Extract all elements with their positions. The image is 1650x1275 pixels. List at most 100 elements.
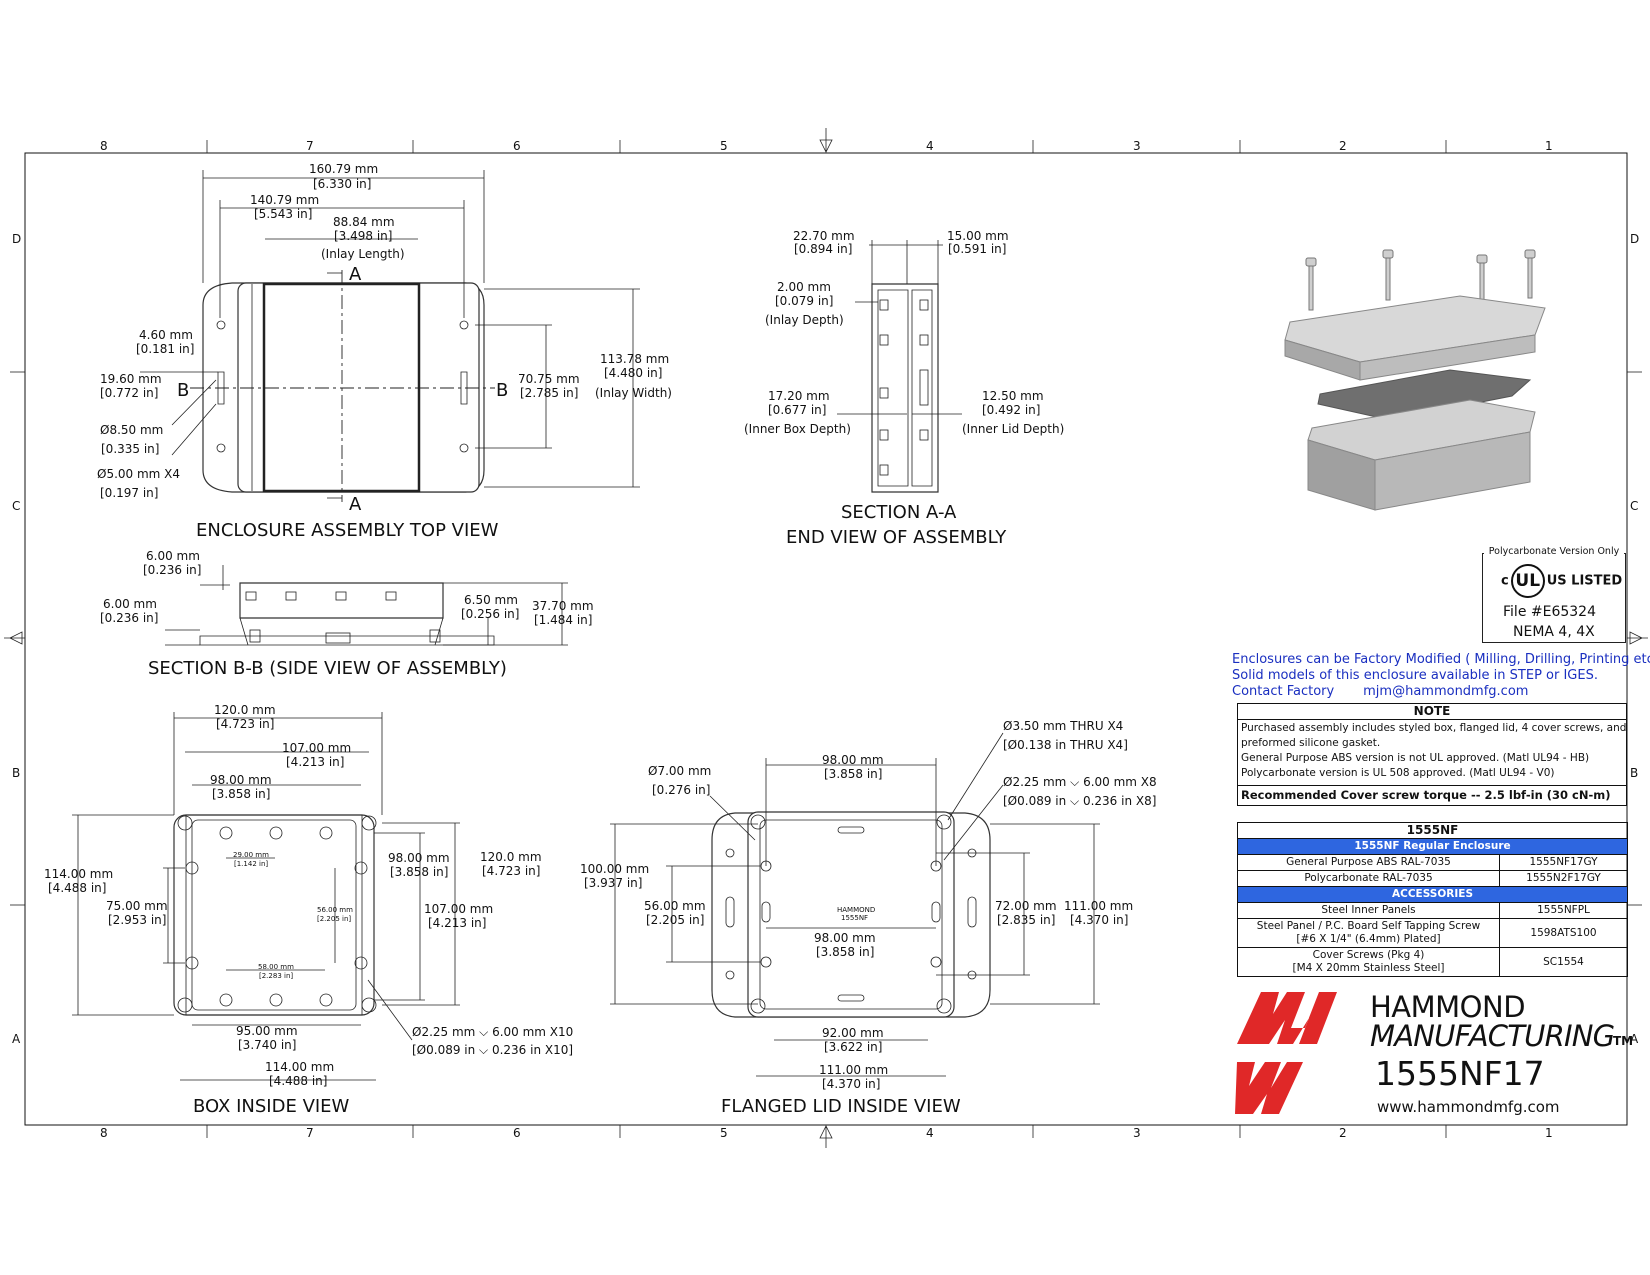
dimension-label: [6.330 in] xyxy=(313,177,371,191)
dimension-label: [3.740 in] xyxy=(238,1038,296,1052)
dimension-label: [Ø0.138 in THRU X4] xyxy=(1003,738,1128,752)
zone-row-d: D xyxy=(12,232,21,246)
dimension-label: 6.00 mm xyxy=(146,549,200,563)
part-description: General Purpose ABS RAL-7035 xyxy=(1237,854,1500,871)
dimension-label: [0.079 in] xyxy=(775,294,833,308)
dimension-label: [0.236 in] xyxy=(143,563,201,577)
zone-col-1-bottom: 1 xyxy=(1545,1126,1553,1140)
dimension-label: [2.283 in] xyxy=(259,972,293,980)
note-body: Purchased assembly includes styled box, … xyxy=(1238,720,1626,786)
factory-info: Enclosures can be Factory Modified ( Mil… xyxy=(1232,652,1650,700)
ul-mark-c: c xyxy=(1501,573,1509,589)
lid-logo-part: 1555NF xyxy=(841,914,868,922)
brand-name-line2: MANUFACTURING xyxy=(1370,1019,1615,1053)
part-code: 1555N2F17GY xyxy=(1499,870,1628,887)
dimension-label: Ø3.50 mm THRU X4 xyxy=(1003,719,1123,733)
dimension-label: 111.00 mm xyxy=(1064,899,1133,913)
dimension-label: Ø8.50 mm xyxy=(100,423,163,437)
torque-recommendation: Recommended Cover screw torque -- 2.5 lb… xyxy=(1241,788,1611,802)
dimension-label: 17.20 mm xyxy=(768,389,830,403)
brand-name-line1: HAMMOND xyxy=(1370,990,1526,1024)
dimension-label: [3.858 in] xyxy=(212,787,270,801)
dimension-label: 19.60 mm xyxy=(100,372,162,386)
dimension-label: [3.622 in] xyxy=(824,1040,882,1054)
zone-col-3-bottom: 3 xyxy=(1133,1126,1141,1140)
dimension-label: 56.00 mm xyxy=(644,899,706,913)
contact-line: Contact Factory mjm@hammondmfg.com xyxy=(1232,684,1650,700)
dimension-label: 120.0 mm xyxy=(214,703,276,717)
dimension-label: 29.00 mm xyxy=(233,851,269,859)
dimension-label: (Inlay Width) xyxy=(595,386,672,400)
website-link[interactable]: www.hammondmfg.com xyxy=(1377,1098,1560,1116)
dimension-label: [5.543 in] xyxy=(254,207,312,221)
section-aa-view: 22.70 mm [0.894 in] 15.00 mm [0.591 in] … xyxy=(744,229,1064,548)
zone-row-c: C xyxy=(12,499,20,513)
dimension-label: (Inlay Depth) xyxy=(765,313,844,327)
dimension-label: [0.591 in] xyxy=(948,242,1006,256)
ul-logo-icon: UL xyxy=(1510,564,1545,598)
dimension-label: 72.00 mm xyxy=(995,899,1057,913)
section-a-marker-bottom: A xyxy=(349,494,362,515)
part-description: Cover Screws (Pkg 4)[M4 X 20mm Stainless… xyxy=(1237,947,1500,977)
dimension-label: [0.772 in] xyxy=(100,386,158,400)
solid-models-link[interactable]: Solid models of this enclosure available… xyxy=(1232,668,1598,683)
dimension-label: 160.79 mm xyxy=(309,162,378,176)
regular-enclosure-header: 1555NF Regular Enclosure xyxy=(1237,838,1628,855)
dimension-label: (Inner Lid Depth) xyxy=(962,422,1064,436)
zone-col-2-bottom: 2 xyxy=(1339,1126,1347,1140)
zone-col-8-bottom: 8 xyxy=(100,1126,108,1140)
table-row: Steel Panel / P.C. Board Self Tapping Sc… xyxy=(1237,918,1628,948)
email-link[interactable]: mjm@hammondmfg.com xyxy=(1363,684,1529,699)
dimension-label: [3.937 in] xyxy=(584,876,642,890)
part-code: 1555NFPL xyxy=(1499,902,1628,919)
sheet-border xyxy=(24,152,1628,1126)
accessories-header: ACCESSORIES xyxy=(1237,886,1628,903)
dimension-label: 37.70 mm xyxy=(532,599,594,613)
ul-mark-listed: US LISTED xyxy=(1546,573,1623,589)
dimension-label: 114.00 mm xyxy=(44,867,113,881)
contact-factory-label: Contact Factory xyxy=(1232,684,1335,699)
dimension-label: [4.723 in] xyxy=(482,864,540,878)
nema-rating: NEMA 4, 4X xyxy=(1513,624,1595,640)
dimension-label: [4.370 in] xyxy=(822,1077,880,1091)
zone-col-1: 1 xyxy=(1545,139,1553,153)
parts-table: 1555NF 1555NF Regular Enclosure General … xyxy=(1237,822,1628,977)
dimension-label: 6.50 mm xyxy=(464,593,518,607)
section-bb-view: 6.00 mm [0.236 in] 6.00 mm [0.236 in] 6.… xyxy=(100,549,594,679)
dimension-label: [2.205 in] xyxy=(646,913,704,927)
dimension-label: Ø7.00 mm xyxy=(648,764,711,778)
dimension-label: [3.858 in] xyxy=(390,865,448,879)
dimension-label: [3.858 in] xyxy=(824,767,882,781)
zone-col-3: 3 xyxy=(1133,139,1141,153)
factory-modified-link[interactable]: Enclosures can be Factory Modified ( Mil… xyxy=(1232,652,1650,667)
zone-row-c-right: C xyxy=(1630,499,1638,513)
dimension-label: 88.84 mm xyxy=(333,215,395,229)
dimension-label: 100.00 mm xyxy=(580,862,649,876)
dimension-label: (Inner Box Depth) xyxy=(744,422,851,436)
dimension-label: [0.197 in] xyxy=(100,486,158,500)
dimension-label: [0.894 in] xyxy=(794,242,852,256)
dimension-label: 6.00 mm xyxy=(103,597,157,611)
zone-col-4: 4 xyxy=(926,139,934,153)
dimension-label: [4.488 in] xyxy=(269,1074,327,1088)
dimension-label: [0.677 in] xyxy=(768,403,826,417)
lid-inside-view: Ø3.50 mm THRU X4 [Ø0.138 in THRU X4] Ø2.… xyxy=(580,719,1157,1117)
ul-file-number: File #E65324 xyxy=(1503,604,1596,620)
zone-row-a-right: A xyxy=(1630,1032,1639,1046)
dimension-label: [2.205 in] xyxy=(317,915,351,923)
note-line-3: General Purpose ABS version is not UL ap… xyxy=(1241,752,1590,764)
dimension-label: 140.79 mm xyxy=(250,193,319,207)
zone-labels: 8 7 6 5 4 3 2 1 8 7 6 5 4 3 2 1 D C B A … xyxy=(12,139,1639,1140)
dimension-label: 12.50 mm xyxy=(982,389,1044,403)
dimension-label: 113.78 mm xyxy=(600,352,669,366)
part-description: Steel Panel / P.C. Board Self Tapping Sc… xyxy=(1237,918,1500,948)
ul-caption: Polycarbonate Version Only xyxy=(1484,546,1624,557)
zone-row-a: A xyxy=(12,1032,21,1046)
dimension-label: 98.00 mm xyxy=(822,753,884,767)
dimension-label: 98.00 mm xyxy=(388,851,450,865)
